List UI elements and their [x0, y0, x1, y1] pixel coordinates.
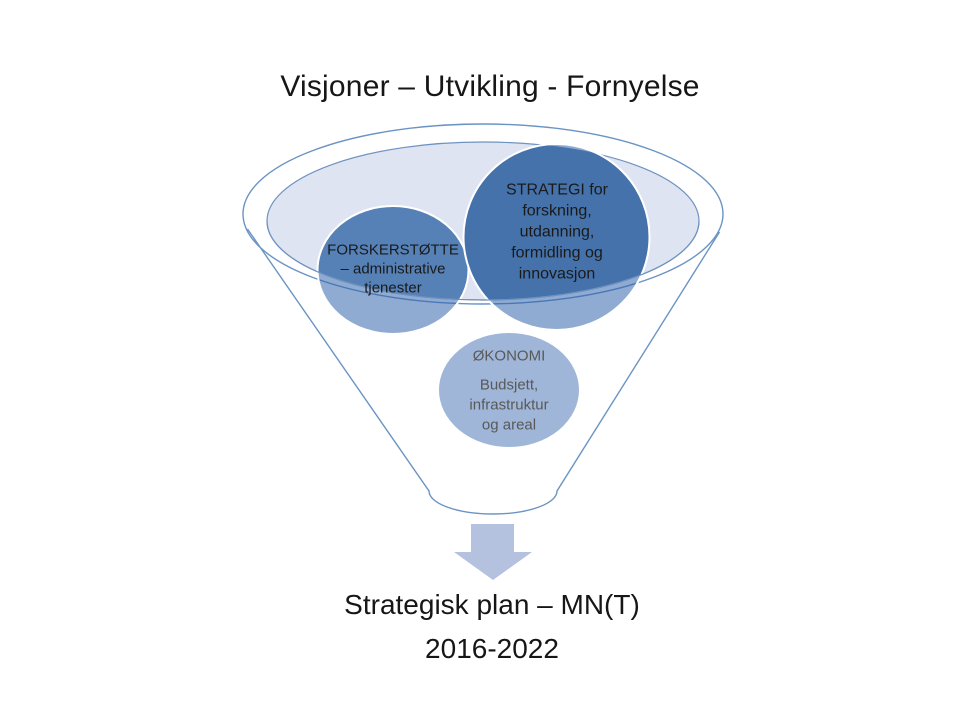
label-line: FORSKERSTØTTE [327, 241, 459, 259]
circle-strategi-top [463, 144, 650, 300]
label-line: tjenester [364, 279, 422, 297]
label-strategi: STRATEGI for forskning, utdanning, formi… [457, 180, 657, 285]
label-line: formidling og [511, 244, 603, 262]
circle-strategi-ring [462, 143, 651, 331]
label-line: og areal [481, 416, 537, 434]
label-line: utdanning, [519, 223, 595, 241]
circle-forskerstotte-top [317, 206, 469, 300]
label-line: Budsjett, [479, 376, 539, 394]
slide-footer: Strategisk plan – MN(T) 2016-2022 [12, 583, 960, 671]
label-forskerstotte: FORSKERSTØTTE – administrative tjenester [298, 241, 488, 298]
circle-okonomi-base [438, 332, 580, 448]
label-line: – administrative [340, 260, 446, 278]
label-line: infrastruktur [469, 396, 549, 414]
footer-years: 2016-2022 [425, 633, 559, 664]
slide-title: Visjoner – Utvikling - Fornyelse [280, 70, 700, 103]
label-line: STRATEGI for [506, 181, 608, 199]
label-okonomi: ØKONOMI Budsjett, infrastruktur og areal [424, 347, 594, 436]
funnel-rim-outline [242, 123, 724, 305]
funnel-cone-outline [246, 228, 721, 515]
circle-okonomi-ring [437, 331, 581, 449]
funnel-bowl-front-edge [266, 220, 700, 301]
footer-title: Strategisk plan – MN(T) [344, 589, 640, 620]
label-line: forskning, [522, 202, 592, 220]
down-arrow-icon [454, 524, 532, 580]
label-line: innovasjon [518, 265, 596, 283]
label-heading: ØKONOMI [472, 347, 546, 365]
